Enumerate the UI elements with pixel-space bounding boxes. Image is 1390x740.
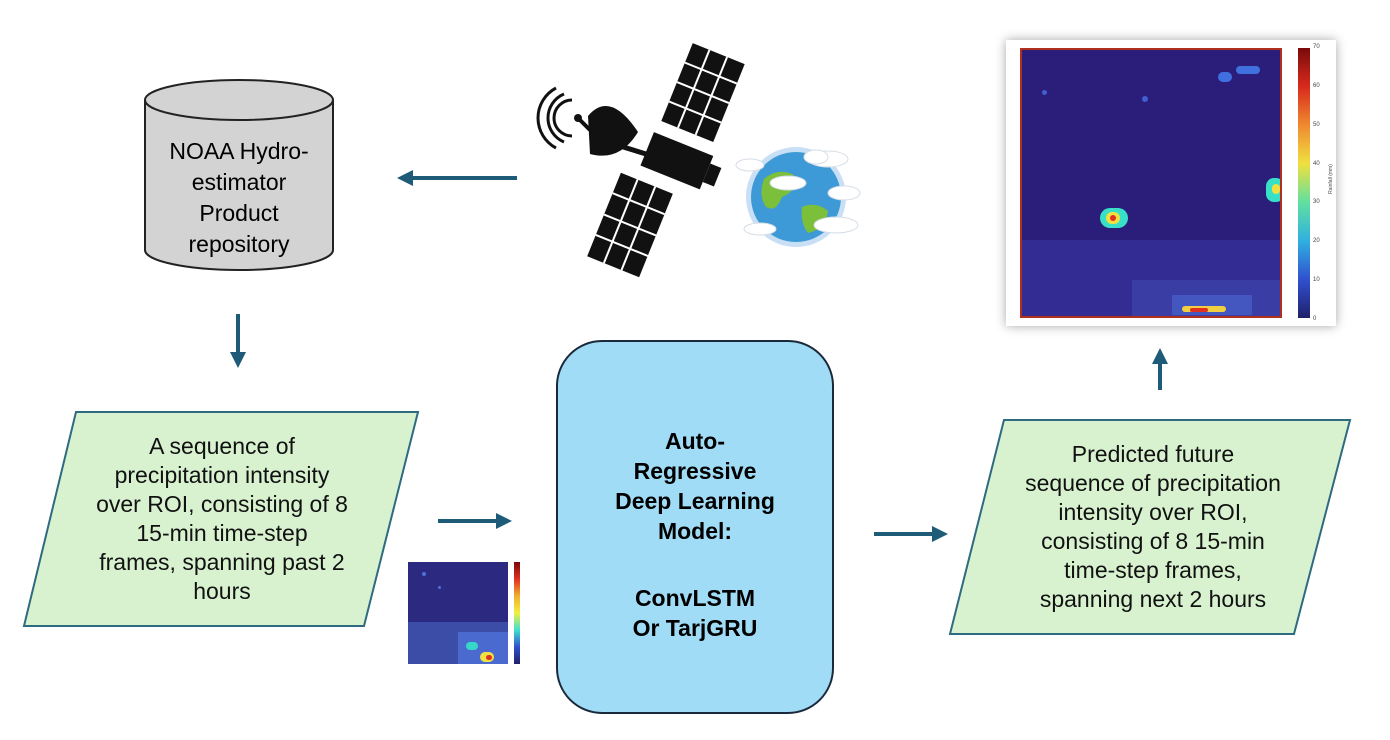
arrow-up-icon xyxy=(1152,348,1168,390)
model-variants: ConvLSTM Or TarjGRU xyxy=(632,585,758,641)
input-description: A sequence of precipitation intensity ov… xyxy=(96,433,348,604)
repository-label: NOAA Hydro- estimator Product repository xyxy=(169,138,309,257)
output-colorbar-label: Rainfall (mm) xyxy=(1328,164,1334,194)
output-colorbar-ticks: 70 60 50 40 30 20 10 0 xyxy=(1313,44,1327,322)
colorbar-tick: 0 xyxy=(1313,315,1317,322)
arrow-right-icon xyxy=(874,526,948,542)
colorbar-tick: 60 xyxy=(1313,82,1320,89)
input-colorbar xyxy=(514,562,520,664)
satellite-icon xyxy=(536,43,745,278)
arrow-down-icon xyxy=(230,314,246,368)
arrow-right-icon xyxy=(438,513,512,529)
output-description: Predicted future sequence of precipitati… xyxy=(1025,441,1281,612)
colorbar-tick: 70 xyxy=(1313,44,1320,50)
input-heatmap-thumbnail xyxy=(408,562,508,664)
earth-icon xyxy=(735,147,861,247)
colorbar-tick: 50 xyxy=(1313,121,1320,128)
arrow-left-icon xyxy=(397,170,517,186)
output-heatmap xyxy=(1020,48,1282,318)
colorbar-tick: 30 xyxy=(1313,199,1320,206)
colorbar-tick: 20 xyxy=(1313,238,1320,245)
colorbar-tick: 10 xyxy=(1313,277,1320,284)
colorbar-tick: 40 xyxy=(1313,160,1320,167)
output-colorbar xyxy=(1298,48,1310,318)
model-title: Auto- Regressive Deep Learning Model: xyxy=(615,428,775,544)
model-box xyxy=(556,340,834,714)
